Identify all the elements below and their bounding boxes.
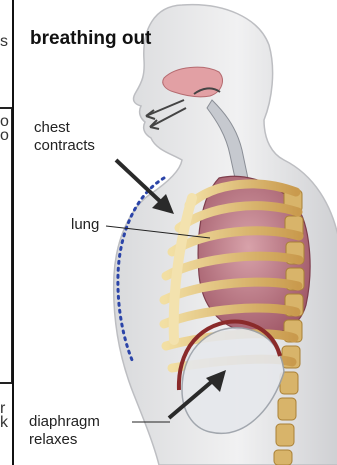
label-chest-contracts: chest contracts	[34, 119, 95, 155]
label-diaphragm-relaxes: diaphragm relaxes	[29, 413, 100, 449]
cropped-text-fragment: k	[0, 414, 8, 432]
breathing-illustration	[14, 0, 337, 465]
label-lung: lung	[71, 216, 99, 234]
diagram-frame: breathing out chest contracts lung diaph…	[12, 0, 337, 465]
cropped-text-fragment: o	[0, 127, 9, 145]
cropped-text-fragment: s	[0, 33, 8, 51]
diagram-title: breathing out	[30, 28, 151, 50]
